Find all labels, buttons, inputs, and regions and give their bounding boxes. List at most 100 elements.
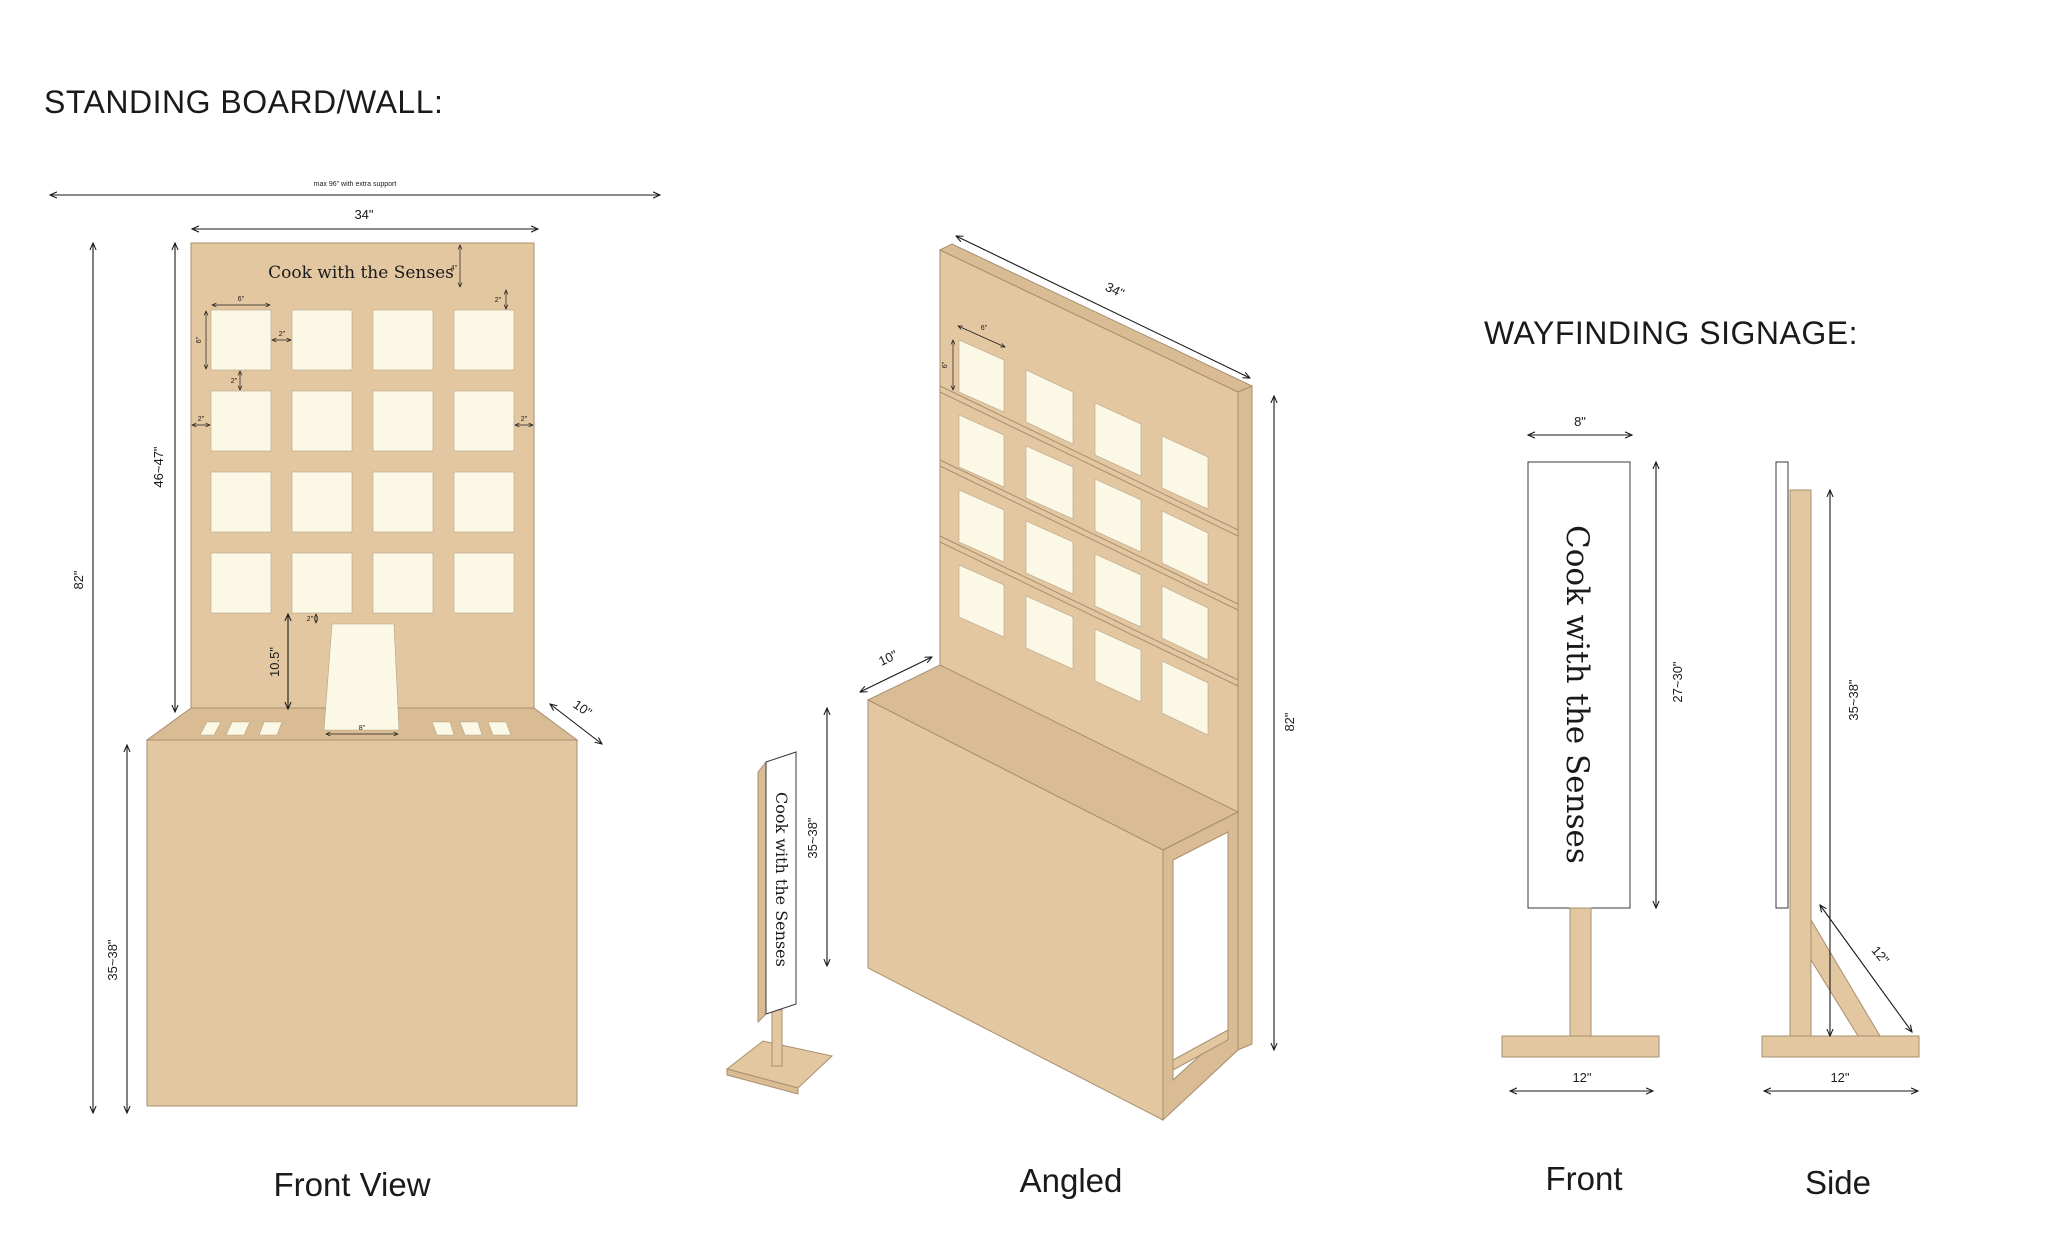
card-slot <box>487 721 512 736</box>
caption-front: Front <box>1545 1160 1622 1197</box>
dim-board-height-label: 46~47" <box>151 446 166 488</box>
card-slot <box>431 721 455 736</box>
dim-tile-width-label: 6" <box>238 296 245 303</box>
tile <box>372 471 434 533</box>
card-slot <box>459 721 483 736</box>
dim-holder-gap-label: 2" <box>307 616 314 623</box>
dim-board-width-label: 34" <box>354 207 373 222</box>
dim-sign-height-label: 27~30" <box>1670 661 1685 703</box>
dim-gap-v-label: 2" <box>231 378 238 385</box>
front-tile-grid <box>210 309 515 614</box>
tile <box>1025 520 1074 595</box>
front-brand-text: Cook with the Senses <box>268 263 454 283</box>
tile <box>1094 628 1142 703</box>
tile <box>210 390 272 452</box>
sign-side-brace <box>1810 918 1881 1037</box>
shelf-line <box>939 385 1239 531</box>
tile <box>1025 369 1074 445</box>
dim-recipe-gap-label: 10.5" <box>267 647 282 677</box>
dim-angled-width-arrow <box>956 236 1250 378</box>
angled-small-sign: Cook with the Senses 35~38" <box>725 708 834 1095</box>
dim-left-margin-label: 2" <box>198 416 205 423</box>
dim-sign-width-label: 8" <box>1574 414 1586 429</box>
dim-depth-arrow <box>550 704 602 744</box>
shelf-line <box>939 535 1239 681</box>
shelf-line <box>939 391 1239 537</box>
shelf-line <box>939 541 1239 687</box>
dim-angled-tile-width-arrow <box>958 326 1005 347</box>
dim-top-margin-label: 4" <box>451 265 458 272</box>
angled-board-shelves <box>939 385 1239 687</box>
tile <box>291 471 353 533</box>
front-card-slots <box>199 721 512 736</box>
sign-front-brand-text: Cook with the Senses <box>1559 525 1595 864</box>
dim-angled-depth-label: 10" <box>876 647 900 669</box>
dim-side-height-label: 35~38" <box>1846 679 1861 721</box>
shelf-line <box>939 465 1239 611</box>
dim-angled-tile-width-label: 6" <box>981 325 988 332</box>
tile <box>291 390 353 452</box>
tile <box>453 552 515 614</box>
tile <box>1094 402 1142 477</box>
angled-table-bottom-rail <box>1172 1029 1229 1071</box>
front-table-body <box>146 739 578 1107</box>
heading-wayfinding-signage: WAYFINDING SIGNAGE: <box>1484 315 1858 351</box>
tile <box>372 390 434 452</box>
heading-standing-board: STANDING BOARD/WALL: <box>44 84 443 120</box>
tile <box>291 552 353 614</box>
tile <box>210 309 272 371</box>
tile <box>1094 478 1142 553</box>
wayfinding-side-drawing: 35~38" 12" 12" <box>1761 461 1920 1091</box>
tile <box>1025 445 1074 520</box>
tile <box>372 552 434 614</box>
dim-top-right-gap-label: 2" <box>495 297 502 304</box>
small-sign-panel <box>765 751 797 1015</box>
tile <box>1025 595 1074 670</box>
front-view-drawing: Cook with the Senses max 96" with extra … <box>50 181 660 1113</box>
dim-holder-width-label: 8" <box>359 725 366 732</box>
wayfinding-front-drawing: Cook with the Senses 8" 27~30" 12" <box>1501 414 1685 1091</box>
sign-side-base <box>1761 1035 1920 1058</box>
small-sign-base-edge <box>726 1068 799 1095</box>
small-sign-pole <box>771 1009 783 1067</box>
tile <box>958 489 1005 563</box>
dim-angled-depth-arrow <box>860 657 932 692</box>
sign-front-pole <box>1569 907 1592 1037</box>
sign-side-panel <box>1775 461 1789 909</box>
dim-table-height-label: 35~38" <box>105 939 120 981</box>
dim-depth-label: 10" <box>570 697 595 720</box>
sign-front-base <box>1501 1035 1660 1058</box>
tile <box>453 390 515 452</box>
caption-angled: Angled <box>1020 1162 1123 1199</box>
dim-angled-tile-height-label: 6" <box>942 361 949 368</box>
dim-max-width-label: max 96" with extra support <box>314 181 397 188</box>
tile <box>291 309 353 371</box>
dim-total-height-label: 82" <box>71 570 86 589</box>
dim-brace-arrow <box>1820 905 1912 1032</box>
small-sign-panel-edge <box>757 760 767 1024</box>
dim-angled-height-label: 82" <box>1282 712 1297 731</box>
tile <box>372 309 434 371</box>
card-slot <box>199 721 222 736</box>
tile <box>453 309 515 371</box>
dim-tile-height-label: 6" <box>196 336 203 343</box>
dim-brace-label: 12" <box>1869 943 1893 968</box>
tile <box>1161 510 1209 586</box>
angled-board-right-edge <box>1237 385 1253 1051</box>
tile <box>1161 660 1209 736</box>
front-recipe-holder <box>323 623 400 731</box>
tile <box>1161 585 1209 661</box>
dim-side-base-label: 12" <box>1830 1070 1849 1085</box>
tile <box>453 471 515 533</box>
dim-gap-h-label: 2" <box>279 331 286 338</box>
card-slot <box>225 721 251 736</box>
tile <box>1161 435 1209 510</box>
dim-small-sign-height-label: 35~38" <box>805 817 820 859</box>
tile <box>210 471 272 533</box>
tile <box>958 564 1005 638</box>
shelf-line <box>939 459 1239 605</box>
small-sign-brand-text: Cook with the Senses <box>772 792 791 967</box>
dim-right-margin-label: 2" <box>521 416 528 423</box>
sign-side-post <box>1789 489 1812 1037</box>
